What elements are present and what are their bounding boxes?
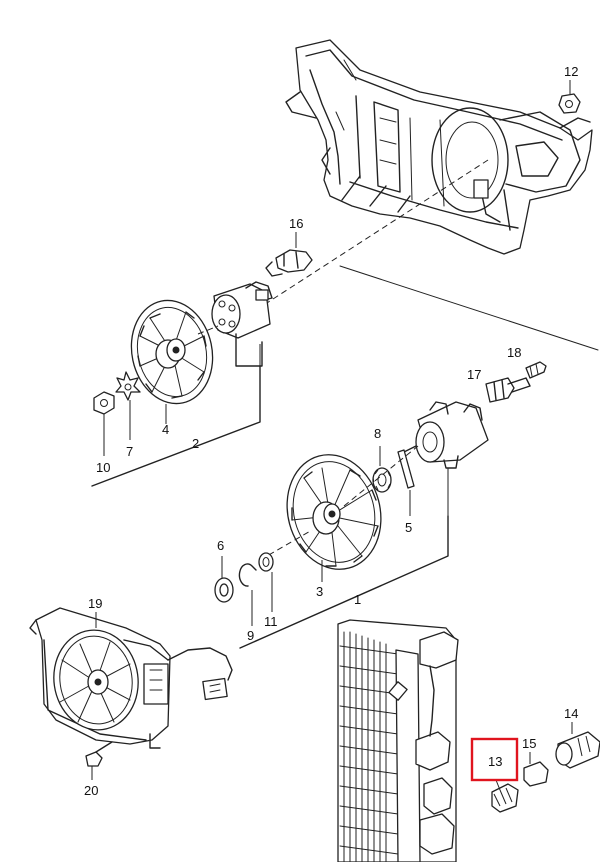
- bolt-part-20: [85, 741, 113, 780]
- cap-part-14: [555, 722, 600, 769]
- callout-6: 6: [217, 538, 224, 553]
- fan-axis-line: [343, 445, 419, 507]
- section-divider-line: [339, 265, 599, 351]
- callout-10: 10: [96, 460, 110, 475]
- nut-part-10: [93, 391, 115, 456]
- highlight-box-13: [470, 737, 519, 782]
- ring-part-11: [258, 552, 274, 612]
- callout-14: 14: [564, 706, 578, 721]
- callout-3: 3: [316, 584, 323, 599]
- fan-assembly-2: [130, 299, 214, 405]
- callout-12: 12: [564, 64, 578, 79]
- callout-15: 15: [522, 736, 536, 751]
- callout-13: 13: [488, 754, 502, 769]
- screw-part-18: [525, 361, 547, 379]
- star-washer-part-7: [115, 371, 141, 440]
- callout-7: 7: [126, 444, 133, 459]
- callout-19: 19: [88, 596, 102, 611]
- fan-assembly-1: [286, 454, 382, 582]
- fan-motor-2: [211, 281, 273, 367]
- nut-part-12: [558, 80, 581, 114]
- callout-11: 11: [264, 614, 278, 629]
- seal-part-15: [523, 752, 549, 787]
- motor-axis-line: [197, 325, 219, 335]
- callout-16: 16: [289, 216, 303, 231]
- callout-2: 2: [192, 436, 199, 451]
- radiator: [337, 619, 459, 862]
- callout-1: 1: [354, 592, 361, 607]
- callout-18: 18: [507, 345, 521, 360]
- fan-motor-1: [403, 401, 489, 516]
- group-1-bracket: [239, 515, 449, 649]
- lock-carrier-panel: [285, 39, 593, 255]
- bushing-part-8: [372, 446, 392, 493]
- assembly-axis-line: [255, 159, 489, 311]
- callout-9: 9: [247, 628, 254, 643]
- thermo-switch-part-13: [491, 779, 519, 813]
- callout-8: 8: [374, 426, 381, 441]
- callout-labels: 12 16 18 17 4 2 7 10 8 5 6 3 1 11 9 19 2…: [84, 64, 578, 798]
- fan-shroud-assembly-19: [29, 607, 233, 749]
- circlip-part-9: [238, 563, 257, 626]
- connector-part-16: [265, 232, 313, 277]
- callout-20: 20: [84, 783, 98, 798]
- connector-part-17: [485, 377, 531, 403]
- group-2-bracket: [91, 365, 261, 487]
- callout-4: 4: [162, 422, 169, 437]
- washer-part-6: [214, 556, 234, 603]
- callout-17: 17: [467, 367, 481, 382]
- callout-5: 5: [405, 520, 412, 535]
